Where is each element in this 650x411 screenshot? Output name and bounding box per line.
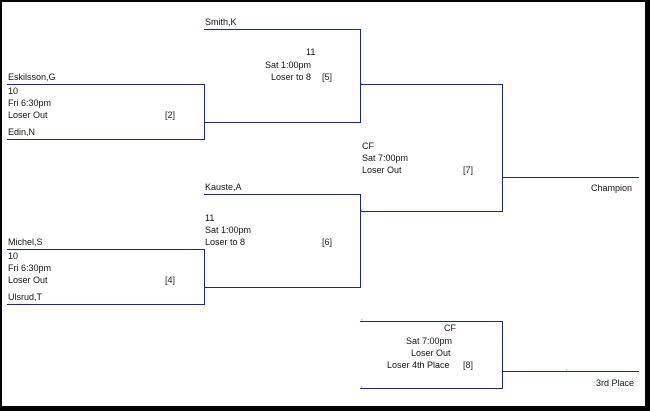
- bracket-line: [360, 321, 503, 322]
- game-rule: Loser to 8: [271, 72, 312, 82]
- bracket-marker: ,: [204, 283, 206, 289]
- bracket-line: [7, 84, 205, 85]
- game-time: Sat 7:00pm: [406, 336, 453, 346]
- bracket-line: [360, 29, 361, 123]
- game-number: 11: [205, 213, 215, 223]
- bracket-line: [360, 388, 503, 389]
- bracket-line: [360, 84, 503, 85]
- game-time: Sat 1:00pm: [205, 225, 252, 235]
- bracket-line: [204, 122, 361, 123]
- player-name-smith[interactable]: Smith,K: [205, 17, 237, 27]
- bracket-line: [204, 287, 361, 288]
- player-name-edin[interactable]: Edin,N: [8, 127, 36, 137]
- bracket-marker: ,: [361, 383, 363, 389]
- bracket-marker: ,: [204, 117, 206, 123]
- game-rule: Loser Out: [8, 110, 48, 120]
- bracket-line: [502, 321, 503, 389]
- game-number: 11: [306, 47, 316, 57]
- bracket-slot-number: [8]: [463, 360, 474, 370]
- game-rule: Loser Out: [8, 275, 48, 285]
- bracket-line: [204, 249, 205, 305]
- game-number: CF: [444, 323, 456, 333]
- player-name-michel[interactable]: Michel,S: [8, 237, 43, 247]
- bracket-slot-number: [2]: [165, 110, 176, 120]
- bracket-marker: ,: [361, 206, 363, 212]
- player-name-ulsrud[interactable]: Ulsrud,T: [8, 292, 43, 302]
- bracket-line: [204, 84, 205, 140]
- game-number: 10: [8, 251, 19, 261]
- bracket-line: [7, 304, 205, 305]
- player-name-eskilsson[interactable]: Eskilsson,G: [8, 72, 56, 82]
- game-loser-rule: Loser 4th Place: [387, 360, 450, 370]
- game-rule: Loser Out: [411, 348, 451, 358]
- game-time: Fri 6:30pm: [8, 263, 52, 273]
- bracket-line: [7, 249, 205, 250]
- champion-label: Champion: [591, 183, 633, 193]
- game-time: Sat 7:00pm: [362, 153, 409, 163]
- bracket-line: [360, 211, 503, 212]
- game-rule: Loser to 8: [205, 237, 246, 247]
- game-number: 10: [8, 86, 19, 96]
- bracket-marker: ,: [361, 316, 363, 322]
- game-time: Sat 1:00pm: [265, 60, 312, 70]
- game-time: Fri 6:30pm: [8, 98, 52, 108]
- third-place-label: 3rd Place: [596, 378, 635, 388]
- bracket-line: [502, 84, 503, 212]
- bracket-marker: ,: [361, 80, 363, 86]
- player-name-kauste[interactable]: Kauste,A: [205, 182, 242, 192]
- game-number: CF: [362, 141, 374, 151]
- bracket-line: [360, 194, 361, 288]
- bracket-line: [502, 177, 639, 178]
- bracket-line: [502, 371, 639, 372]
- bracket-line: [7, 139, 205, 140]
- bracket-slot-number: [5]: [322, 72, 333, 82]
- bracket-slot-number: [6]: [322, 237, 333, 247]
- bracket-line: [204, 29, 361, 30]
- bracket-line: [204, 194, 361, 195]
- bracket-slot-number: [4]: [165, 275, 176, 285]
- game-rule: Loser Out: [362, 165, 402, 175]
- bracket-slot-number: [7]: [463, 165, 474, 175]
- bracket-marker: ,: [566, 366, 568, 372]
